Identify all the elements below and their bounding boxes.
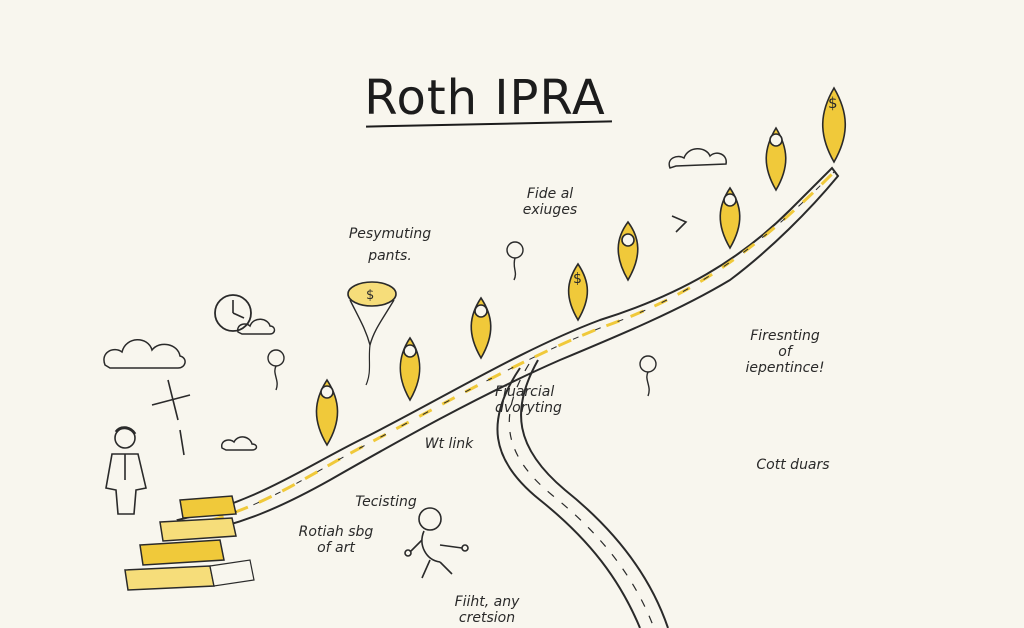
- right-note: Firesnting of iepentince!: [730, 328, 840, 376]
- page-title: Roth IPRA: [364, 70, 606, 126]
- middle-note-line: Fiuarcial: [495, 384, 555, 400]
- right-note-line: Firesnting: [750, 328, 820, 344]
- stairs-icon: [124, 495, 255, 591]
- left-note-line: pants.: [368, 248, 412, 264]
- location-pin-icon: [315, 86, 847, 447]
- coin-funnel-icon: [347, 281, 397, 386]
- branch-road: [496, 359, 669, 628]
- left-bottom-note-line: of art: [317, 540, 355, 556]
- road-icon: [176, 166, 840, 536]
- bottom-right-note: Cott duars: [756, 457, 830, 473]
- middle-note-line: dvoryting: [495, 400, 562, 416]
- right-note-line: of: [778, 344, 792, 360]
- person-icon: [105, 426, 147, 515]
- clock-icon: [214, 294, 252, 332]
- top-note: Fide al exiuges: [500, 186, 600, 218]
- bottom-note-line: cretsion: [458, 610, 516, 626]
- cloud-icon: [103, 148, 727, 451]
- pin-dollar-label: $: [573, 271, 582, 287]
- left-note: Pesymuting pants.: [340, 226, 440, 264]
- top-note-line: exiuges: [522, 202, 578, 218]
- middle-note: Fiuarcial dvoryting: [495, 384, 605, 416]
- bottom-note-line: Fiiht, any: [454, 594, 520, 610]
- testing-note: Tecisting: [355, 494, 417, 510]
- person-icon: [404, 507, 469, 579]
- left-bottom-note: Rotiah sbg of art: [286, 524, 386, 556]
- bottom-note: Fiiht, any cretsion: [432, 594, 542, 626]
- link-note: Wt link: [424, 436, 474, 452]
- coin-dollar-label: $: [366, 288, 374, 303]
- balloon-icon: [267, 241, 657, 397]
- arrow-icon: [671, 215, 688, 233]
- signpost-icon: [151, 379, 191, 456]
- right-note-line: iepentince!: [745, 360, 825, 376]
- pin-dollar-label: $: [828, 94, 838, 112]
- top-note-line: Fide al: [526, 186, 574, 202]
- left-note-line: Pesymuting: [348, 226, 432, 242]
- left-bottom-note-line: Rotiah sbg: [298, 524, 374, 540]
